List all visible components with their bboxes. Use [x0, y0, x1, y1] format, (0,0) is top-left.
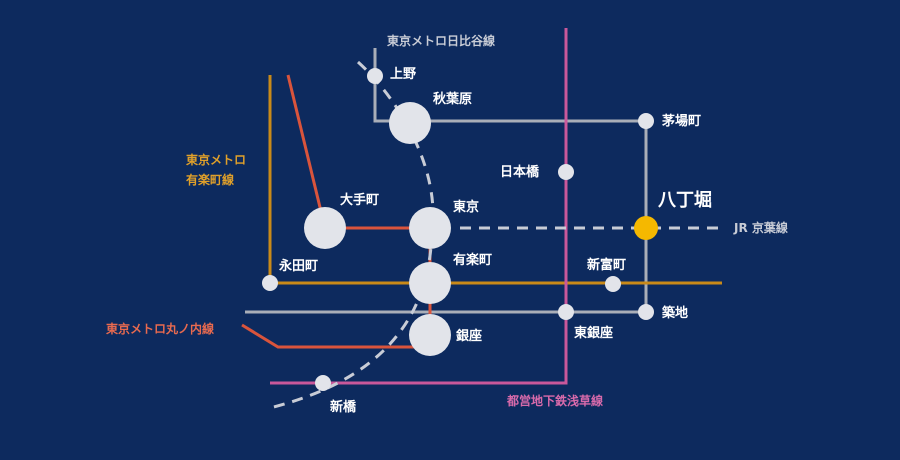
station-akihabara	[389, 102, 431, 144]
station-yurakucho	[409, 262, 451, 304]
label-yurakucho: 有楽町	[453, 252, 492, 268]
label-tsukiji: 築地	[661, 305, 688, 321]
station-ueno	[367, 68, 383, 84]
station-nagatacho	[262, 275, 278, 291]
label-marunouchi-line: 東京メトロ丸ノ内線	[106, 321, 214, 336]
label-nihonbashi: 日本橋	[500, 164, 540, 180]
station-otemachi	[304, 207, 346, 249]
station-tokyo	[409, 207, 451, 249]
label-kayabacho: 茅場町	[662, 113, 701, 129]
label-yurakucho-line-2: 有楽町線	[186, 172, 234, 187]
label-yurakucho-line-1: 東京メトロ	[186, 152, 246, 167]
label-otemachi: 大手町	[340, 192, 379, 208]
station-shimbashi	[315, 375, 331, 391]
label-ueno: 上野	[390, 67, 416, 82]
label-akihabara: 秋葉原	[433, 91, 472, 107]
label-higashi-ginza: 東銀座	[574, 325, 613, 341]
station-ginza	[409, 314, 451, 356]
station-higashi-ginza	[558, 304, 574, 320]
label-tokyo: 東京	[453, 199, 479, 215]
station-tsukiji	[638, 304, 654, 320]
label-hatchobori: 八丁堀	[658, 190, 712, 211]
label-shintomicho: 新富町	[587, 257, 626, 273]
station-kayabacho	[638, 113, 654, 129]
label-nagatacho: 永田町	[278, 258, 318, 274]
station-nihonbashi	[558, 164, 574, 180]
label-hibiya-line: 東京メトロ日比谷線	[387, 33, 495, 48]
label-jr-keiyo-line: JR 京葉線	[733, 220, 788, 235]
label-shimbashi: 新橋	[330, 399, 357, 415]
station-hatchobori	[634, 216, 658, 240]
label-asakusa-line: 都営地下鉄浅草線	[506, 393, 603, 408]
station-markers	[262, 68, 654, 391]
asakusa-line	[270, 28, 568, 385]
station-shintomicho	[605, 276, 621, 292]
label-ginza: 銀座	[456, 328, 482, 344]
